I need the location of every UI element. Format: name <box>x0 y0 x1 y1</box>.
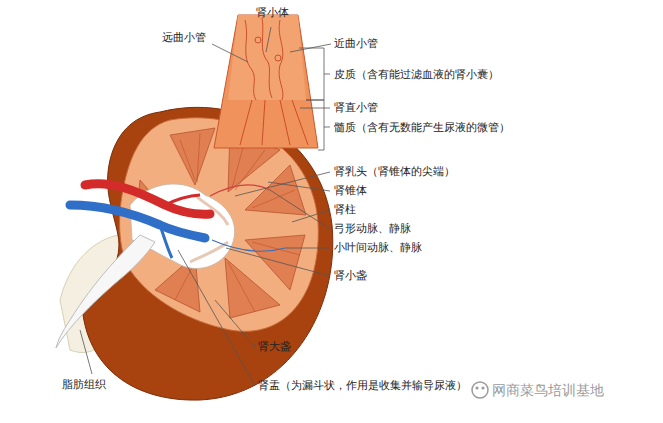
watermark: 网商菜鸟培训基地 <box>492 382 604 398</box>
part-label: 肾盂（为漏斗状，作用是收集并输导尿液） <box>258 379 467 392</box>
part-label: 肾大盏 <box>258 340 291 353</box>
part-label: 弓形动脉、静脉 <box>334 222 411 235</box>
part-label: 小叶间动脉、静脉 <box>334 241 422 254</box>
part-label: 近曲小管 <box>334 37 378 50</box>
part-label: 脂肪组织 <box>62 378 106 391</box>
part-label: 远曲小管 <box>162 31 206 44</box>
region-label: 髓质（含有无数能产生尿液的微管） <box>334 121 510 134</box>
part-label: 肾乳头（肾锥体的尖端） <box>334 165 455 178</box>
part-label: 肾小体 <box>256 6 289 19</box>
region-label: 皮质（含有能过滤血液的肾小囊） <box>334 68 499 81</box>
part-label: 肾小盏 <box>334 269 367 282</box>
part-label: 肾锥体 <box>334 184 367 197</box>
part-label: 肾直小管 <box>334 101 378 114</box>
part-label: 肾柱 <box>334 203 356 216</box>
